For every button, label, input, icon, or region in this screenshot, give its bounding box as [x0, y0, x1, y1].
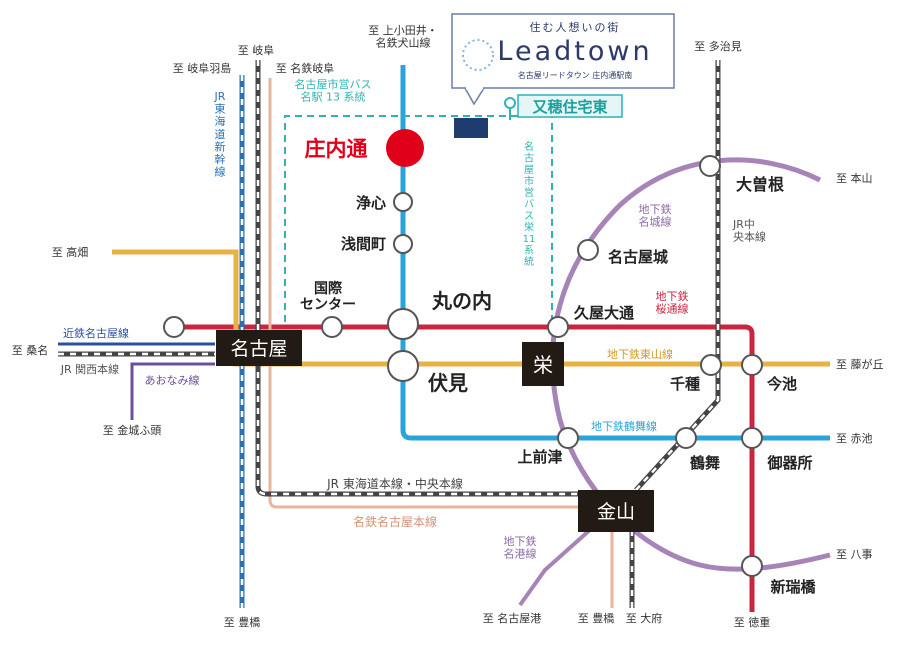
- station-gokiso[interactable]: [741, 427, 763, 449]
- label-gokiso: 御器所: [766, 454, 812, 472]
- station-marunouchi[interactable]: [387, 308, 419, 340]
- jr-tokaido-line: [255, 60, 595, 497]
- brand-card: [451, 13, 675, 89]
- aonami-line: [130, 362, 215, 420]
- hub-kanayama[interactable]: [578, 490, 654, 532]
- jr-tokaido-dash: [256, 60, 595, 496]
- label-fushimi: 伏見: [428, 371, 468, 395]
- label-shonaidori: 庄内通: [305, 137, 368, 161]
- label-joshin: 浄心: [356, 194, 386, 212]
- label-kokusai: 国際センター: [300, 280, 356, 313]
- label-aratamabashi: 新瑞橋: [770, 578, 816, 596]
- dir-nagoyako: 至 名古屋港: [483, 611, 542, 625]
- station-chikusa[interactable]: [700, 354, 722, 376]
- station-nagoyajo[interactable]: [577, 239, 599, 261]
- dir-motoyama: 至 本山: [836, 171, 873, 185]
- line-label-sakuradori: 地下鉄桜通線: [656, 289, 689, 316]
- dir-gifuhashima: 至 岐阜羽島: [173, 61, 232, 75]
- station-kintetsu-end[interactable]: [163, 316, 185, 338]
- bus13-route: [284, 115, 553, 322]
- dir-akaike: 至 赤池: [836, 432, 873, 445]
- station-kamimaezu[interactable]: [557, 427, 579, 449]
- dir-toyohashi-left: 至 豊橋: [224, 615, 261, 629]
- brand-tagline: 住む人想いの街: [530, 20, 621, 34]
- dir-tajimi: 至 多治見: [694, 39, 742, 53]
- label-nagoyajo: 名古屋城: [608, 248, 668, 266]
- hub-sakae[interactable]: [522, 342, 564, 386]
- dir-obu: 至 大府: [626, 611, 663, 625]
- dir-yagoto: 至 八事: [836, 548, 873, 561]
- hub-sakae-label: 栄: [533, 353, 553, 377]
- dir-tokushige: 至 徳重: [734, 615, 771, 629]
- dir-meitetsu-gifu: 至 名鉄岐阜: [276, 61, 335, 75]
- label-chikusa: 千種: [670, 375, 700, 393]
- line-label-kintetsu: 近鉄名古屋線: [63, 326, 129, 340]
- hub-nagoya[interactable]: [216, 330, 302, 366]
- brand-subtitle: 名古屋リードタウン 庄内通駅南: [518, 70, 633, 80]
- line-label-meiko: 地下鉄名港線: [504, 534, 537, 561]
- line-label-meitetsu: 名鉄名古屋本線: [353, 514, 437, 529]
- tsurumai-line: [400, 65, 830, 441]
- line-label-jr-tokaido: JR 東海道本線・中央本線: [326, 476, 463, 491]
- bus-stop-label: 又穂住宅東: [532, 98, 607, 116]
- hub-kanayama-label: 金山: [597, 501, 635, 523]
- property-marker[interactable]: [454, 118, 488, 138]
- bus-stop-pin-head: [504, 97, 516, 109]
- label-ozone: 大曽根: [736, 175, 784, 194]
- hub-nagoya-label: 名古屋: [230, 338, 287, 360]
- label-hisaya: 久屋大通: [574, 304, 634, 322]
- dir-kinjofuto: 至 金城ふ頭: [103, 423, 162, 437]
- station-joshin[interactable]: [393, 192, 413, 212]
- dir-takabata: 至 高畑: [52, 245, 89, 259]
- label-tsurumai: 鶴舞: [690, 454, 720, 472]
- dir-toyohashi-right: 至 豊橋: [578, 611, 615, 625]
- label-kamimaezu: 上前津: [517, 448, 562, 466]
- dir-gifu: 至 岐阜: [238, 44, 275, 57]
- dir-fujigaoka: 至 藤が丘: [836, 357, 884, 371]
- brand-card-pointer: [464, 87, 485, 106]
- meijo-line: [550, 157, 831, 572]
- station-imaike[interactable]: [741, 354, 763, 376]
- line-label-tsurumai: 地下鉄鶴舞線: [591, 419, 657, 433]
- station-shonaidori[interactable]: [386, 129, 424, 167]
- line-label-meijo: 地下鉄名城線: [639, 202, 672, 229]
- line-label-jr-chuo: JR中央本線: [732, 218, 766, 244]
- station-hisaya[interactable]: [547, 316, 569, 338]
- station-tsurumai[interactable]: [675, 427, 697, 449]
- brand-logo: Leadtown: [497, 36, 652, 67]
- label-imaike: 今池: [766, 375, 797, 393]
- dir-kuwana: 至 桑名: [12, 343, 49, 357]
- line-label-aonami: あおなみ線: [145, 373, 200, 387]
- station-sengencho[interactable]: [393, 234, 413, 254]
- brand-logo-icon: [462, 39, 494, 71]
- station-kokusai[interactable]: [321, 316, 343, 338]
- station-fushimi[interactable]: [387, 350, 419, 382]
- line-label-bus13: 名古屋市営バス名駅 13 系統: [295, 77, 372, 104]
- station-aratamabashi[interactable]: [741, 555, 763, 577]
- meitetsu-line: [268, 78, 614, 608]
- station-ozone[interactable]: [699, 155, 721, 177]
- line-label-higashiyama: 地下鉄東山線: [607, 347, 673, 361]
- dir-kamiotai: 至 上小田井・名鉄犬山線: [368, 23, 438, 50]
- bus-stop-label-bg: [517, 94, 623, 118]
- label-marunouchi: 丸の内: [431, 289, 492, 313]
- label-sengencho: 浅間町: [341, 235, 386, 253]
- sakuradori-line: [175, 324, 755, 612]
- line-label-jr-kansai: JR 関西本線: [60, 362, 119, 376]
